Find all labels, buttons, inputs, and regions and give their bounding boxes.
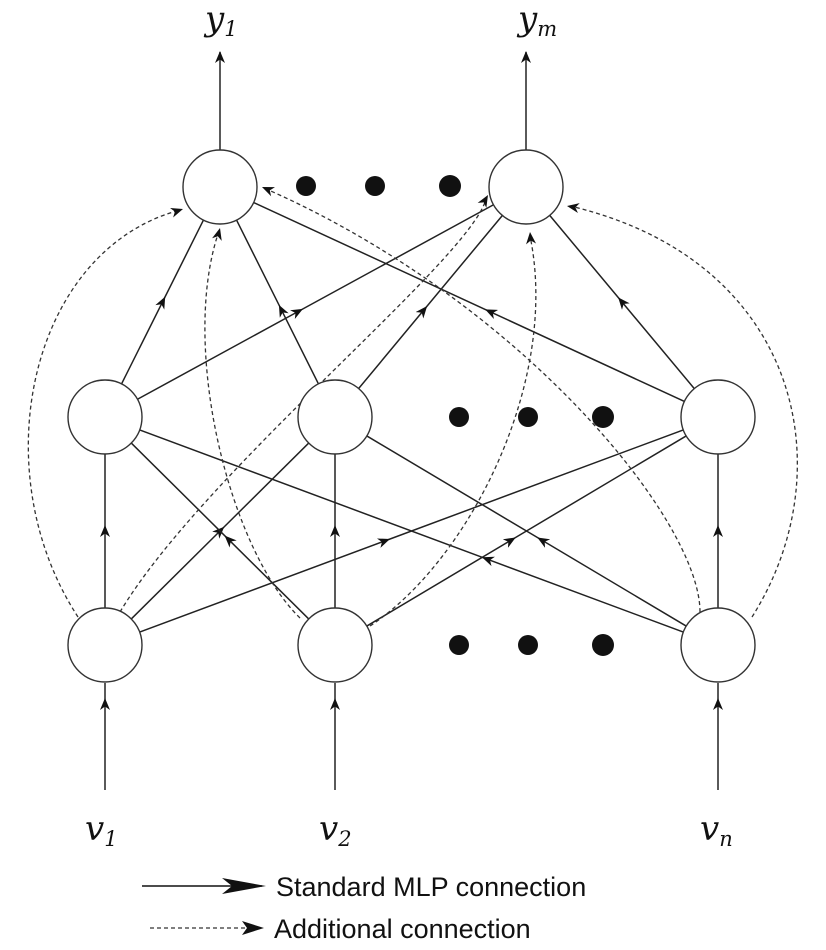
output-neuron-1 (182, 149, 258, 225)
ellipsis-input (449, 634, 614, 656)
additional-connection-arrowhead (477, 195, 488, 208)
mlp-connection (549, 214, 695, 390)
legend-standard-label: Standard MLP connection (276, 872, 586, 902)
input-layer (67, 607, 756, 683)
additional-connection-arrowhead (567, 203, 580, 214)
ellipsis-dot (365, 176, 385, 196)
additional-connection-arrowhead (262, 187, 275, 197)
mlp-connection (120, 219, 205, 385)
input-label-vn: vn (700, 809, 733, 851)
mlp-connection (253, 201, 685, 403)
ellipsis-output (296, 175, 461, 197)
ellipsis-dot (592, 406, 614, 428)
mlp-connection (366, 435, 687, 627)
mlp-connection (235, 219, 320, 385)
input-label-v1: v1 (85, 809, 118, 851)
input-label-v2: v2 (319, 809, 352, 851)
mlp-connection (366, 435, 687, 627)
mlp-connection (130, 442, 310, 620)
additional-connection-vn-y1 (263, 187, 701, 613)
additional-connection-v1-y1 (27, 209, 181, 618)
legend-additional-arrowhead (242, 921, 264, 935)
hidden-neuron-n (680, 379, 756, 455)
input-neuron-1 (67, 607, 143, 683)
additional-connection-v1-ym (119, 198, 487, 613)
ellipsis-dot (439, 175, 461, 197)
additional-connection-v2-ym (369, 235, 537, 627)
hidden-neuron-2 (297, 379, 373, 455)
input-neuron-n (680, 607, 756, 683)
output-layer (182, 149, 564, 225)
legend: Standard MLP connection Additional conne… (142, 872, 586, 944)
connections-layer (27, 51, 798, 790)
mlp-connection (358, 214, 503, 390)
ellipsis-hidden (449, 406, 614, 428)
ellipsis-dot (449, 635, 469, 655)
hidden-neuron-1 (67, 379, 143, 455)
additional-connection-v2-y1 (204, 233, 301, 619)
output-label-y1: y1 (203, 0, 238, 41)
mlp-connection (139, 429, 684, 633)
ellipsis-dot (518, 635, 538, 655)
additional-connection-arrowhead (526, 232, 537, 245)
legend-additional-label: Additional connection (274, 914, 531, 944)
ellipsis-dot (518, 407, 538, 427)
additional-connection-arrowhead (170, 207, 183, 218)
ellipsis-dot (449, 407, 469, 427)
output-neuron-m (488, 149, 564, 225)
additional-connection-vn-ym (569, 205, 798, 618)
ellipsis-dot (296, 176, 316, 196)
output-label-ym: ym (516, 0, 557, 41)
input-neuron-2 (297, 607, 373, 683)
mlp-connection (137, 204, 494, 400)
ellipsis-dot (592, 634, 614, 656)
hidden-layer (67, 379, 756, 455)
additional-connection-arrowhead (212, 228, 222, 241)
mlp-connection (139, 429, 684, 633)
legend-standard-arrowhead (222, 878, 266, 894)
